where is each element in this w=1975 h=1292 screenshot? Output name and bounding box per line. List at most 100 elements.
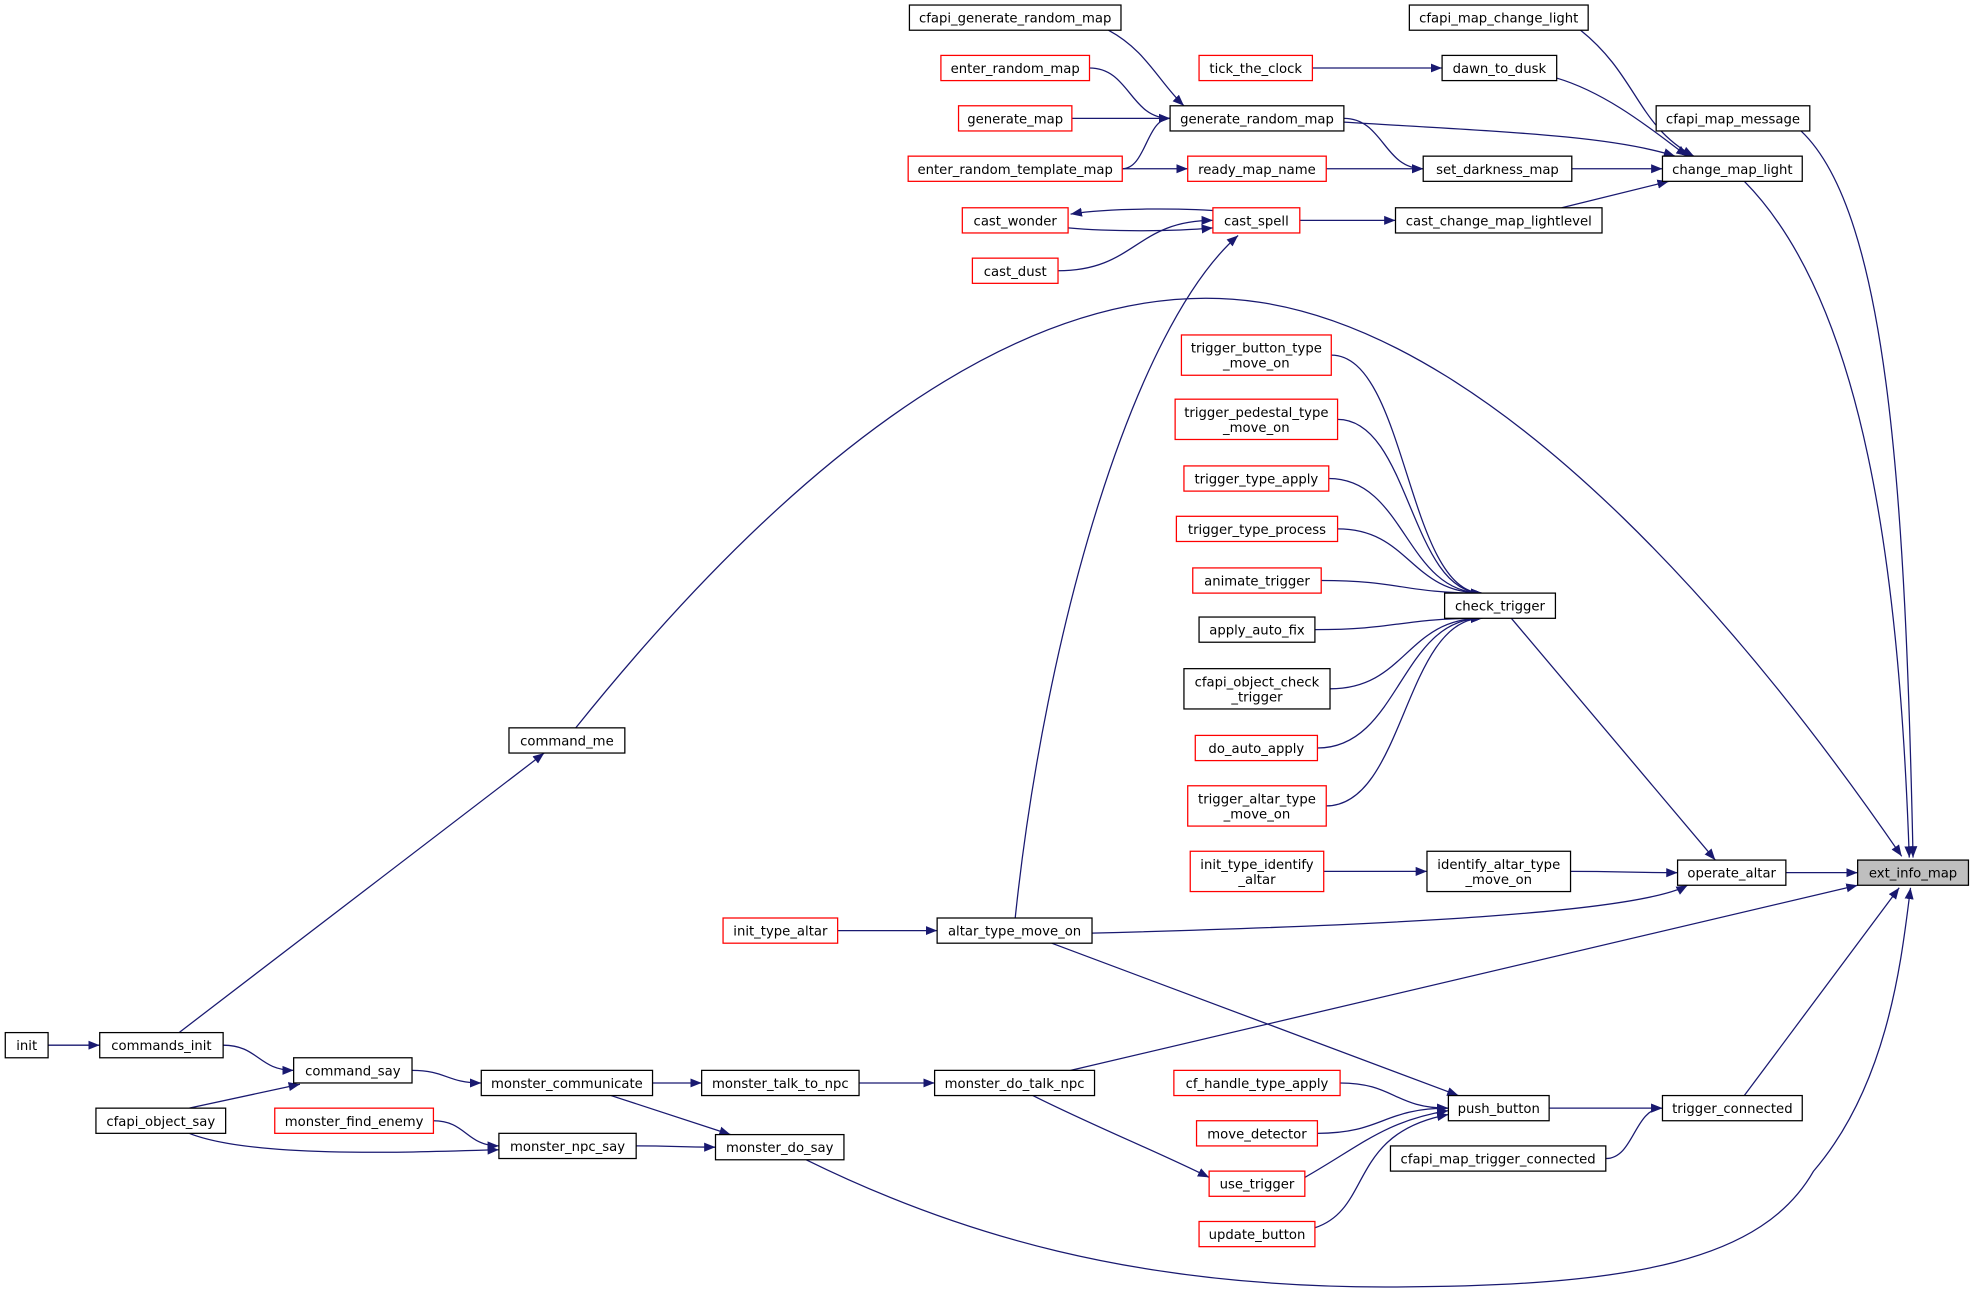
node-cfapi_object_say[interactable]: cfapi_object_say xyxy=(95,1107,227,1134)
node-cfapi_generate_random_map[interactable]: cfapi_generate_random_map xyxy=(908,4,1122,31)
node-box xyxy=(701,1069,860,1097)
node-box xyxy=(1187,155,1327,182)
node-box xyxy=(1198,1220,1316,1248)
node-operate_altar[interactable]: operate_altar xyxy=(1676,859,1787,886)
node-label: init_type_altar xyxy=(733,925,828,940)
node-identify_altar_type_move_on[interactable]: identify_altar_type_move_on xyxy=(1426,850,1572,893)
node-do_auto_apply[interactable]: do_auto_apply xyxy=(1194,734,1319,762)
node-monster_do_talk_npc[interactable]: monster_do_talk_npc xyxy=(933,1069,1096,1097)
node-box xyxy=(99,1031,224,1059)
edge-cfapi_generate_random_map-to-generate_random_map xyxy=(1108,29,1185,107)
node-monster_do_say[interactable]: monster_do_say xyxy=(714,1133,845,1161)
node-commands_init[interactable]: commands_init xyxy=(99,1031,224,1059)
node-push_button[interactable]: push_button xyxy=(1447,1094,1550,1122)
node-cast_change_map_lightlevel[interactable]: cast_change_map_lightlevel xyxy=(1394,207,1603,234)
node-use_trigger[interactable]: use_trigger xyxy=(1208,1170,1306,1197)
node-ready_map_name[interactable]: ready_map_name xyxy=(1187,155,1327,182)
node-box xyxy=(908,4,1122,31)
node-command_me[interactable]: command_me xyxy=(508,727,626,754)
node-ext_info_map[interactable]: ext_info_map xyxy=(1857,859,1970,886)
node-cfapi_map_change_light[interactable]: cfapi_map_change_light xyxy=(1408,4,1589,31)
node-label: cast_wonder xyxy=(974,214,1058,229)
node-cast_spell[interactable]: cast_spell xyxy=(1212,207,1301,234)
node-update_button[interactable]: update_button xyxy=(1198,1220,1316,1248)
node-monster_npc_say[interactable]: monster_npc_say xyxy=(498,1132,637,1160)
node-box xyxy=(1408,4,1589,31)
node-box xyxy=(274,1107,435,1134)
node-label: cast_dust xyxy=(984,265,1047,280)
node-box xyxy=(957,105,1073,132)
edge-apply_auto_fix-to-check_trigger xyxy=(1314,613,1483,631)
node-monster_talk_to_npc[interactable]: monster_talk_to_npc xyxy=(701,1069,860,1097)
node-command_say[interactable]: command_say xyxy=(293,1057,413,1084)
node-box xyxy=(508,727,626,754)
node-altar_type_move_on[interactable]: altar_type_move_on xyxy=(936,917,1093,944)
node-label: _move_on xyxy=(1464,873,1532,888)
node-cast_wonder[interactable]: cast_wonder xyxy=(961,207,1069,234)
node-box xyxy=(971,257,1059,284)
node-label: cf_handle_type_apply xyxy=(1186,1077,1329,1092)
node-trigger_connected[interactable]: trigger_connected xyxy=(1661,1094,1803,1122)
node-cast_dust[interactable]: cast_dust xyxy=(971,257,1059,284)
node-dawn_to_dusk[interactable]: dawn_to_dusk xyxy=(1441,54,1558,82)
node-label: tick_the_clock xyxy=(1209,62,1302,77)
node-box xyxy=(1208,1170,1306,1197)
node-box xyxy=(1447,1094,1550,1122)
node-monster_find_enemy[interactable]: monster_find_enemy xyxy=(274,1107,435,1134)
node-box xyxy=(1212,207,1301,234)
node-init[interactable]: init xyxy=(4,1031,49,1059)
node-cfapi_map_message[interactable]: cfapi_map_message xyxy=(1655,105,1811,132)
edge-cast_change_map_lightlevel-to-change_map_light xyxy=(1561,179,1669,209)
node-init_type_altar[interactable]: init_type_altar xyxy=(722,917,839,944)
node-move_detector[interactable]: move_detector xyxy=(1195,1120,1319,1147)
node-label: monster_do_talk_npc xyxy=(945,1077,1085,1092)
node-box xyxy=(936,917,1093,944)
node-enter_random_map[interactable]: enter_random_map xyxy=(940,54,1091,82)
node-box xyxy=(1655,105,1811,132)
node-box xyxy=(1192,567,1322,594)
node-tick_the_clock[interactable]: tick_the_clock xyxy=(1198,54,1314,82)
edge-altar_type_move_on-to-cast_spell xyxy=(1014,235,1239,919)
node-cfapi_map_trigger_connected[interactable]: cfapi_map_trigger_connected xyxy=(1389,1145,1607,1172)
node-check_trigger[interactable]: check_trigger xyxy=(1443,592,1557,619)
node-init_type_identify_altar[interactable]: init_type_identify_altar xyxy=(1189,850,1325,893)
node-set_darkness_map[interactable]: set_darkness_map xyxy=(1422,155,1573,182)
node-cfapi_object_check_trigger[interactable]: cfapi_object_check_trigger xyxy=(1183,668,1331,710)
edge-monster_find_enemy-to-monster_npc_say xyxy=(433,1120,499,1151)
node-animate_trigger[interactable]: animate_trigger xyxy=(1192,567,1322,594)
node-box xyxy=(1169,105,1345,132)
node-box xyxy=(722,917,839,944)
edge-cfapi_object_say-to-monster_npc_say xyxy=(188,1132,499,1155)
node-label: operate_altar xyxy=(1687,867,1776,882)
node-box xyxy=(1180,334,1332,376)
edge-dawn_to_dusk-to-change_map_light xyxy=(1556,77,1689,157)
node-label: command_me xyxy=(520,734,614,749)
edge-use_trigger-to-push_button xyxy=(1304,1107,1449,1178)
node-enter_random_template_map[interactable]: enter_random_template_map xyxy=(907,155,1123,182)
node-box xyxy=(1174,398,1339,441)
edge-commands_init-to-command_say xyxy=(223,1044,294,1075)
node-trigger_type_apply[interactable]: trigger_type_apply xyxy=(1183,465,1330,492)
node-trigger_pedestal_type_move_on[interactable]: trigger_pedestal_type_move_on xyxy=(1174,398,1339,441)
node-apply_auto_fix[interactable]: apply_auto_fix xyxy=(1198,616,1316,643)
node-trigger_altar_type_move_on[interactable]: trigger_altar_type_move_on xyxy=(1187,785,1327,827)
node-label: move_detector xyxy=(1207,1127,1307,1142)
node-generate_random_map[interactable]: generate_random_map xyxy=(1169,105,1345,132)
node-label: ext_info_map xyxy=(1869,867,1957,882)
node-label: commands_init xyxy=(111,1039,211,1054)
node-generate_map[interactable]: generate_map xyxy=(957,105,1073,132)
node-box xyxy=(293,1057,413,1084)
node-change_map_light[interactable]: change_map_light xyxy=(1661,155,1803,182)
edge-trigger_altar_type_move_on-to-check_trigger xyxy=(1326,613,1483,807)
node-box xyxy=(1389,1145,1607,1172)
node-label: dawn_to_dusk xyxy=(1453,62,1547,77)
node-cf_handle_type_apply[interactable]: cf_handle_type_apply xyxy=(1173,1069,1341,1097)
edge-change_map_light-to-ext_info_map xyxy=(1743,180,1914,858)
node-trigger_type_process[interactable]: trigger_type_process xyxy=(1175,515,1339,543)
node-trigger_button_type_move_on[interactable]: trigger_button_type_move_on xyxy=(1180,334,1332,376)
node-monster_communicate[interactable]: monster_communicate xyxy=(480,1069,654,1097)
node-box xyxy=(1426,850,1572,893)
edge-cf_handle_type_apply-to-push_button xyxy=(1340,1082,1449,1113)
node-label: monster_find_enemy xyxy=(285,1115,424,1130)
